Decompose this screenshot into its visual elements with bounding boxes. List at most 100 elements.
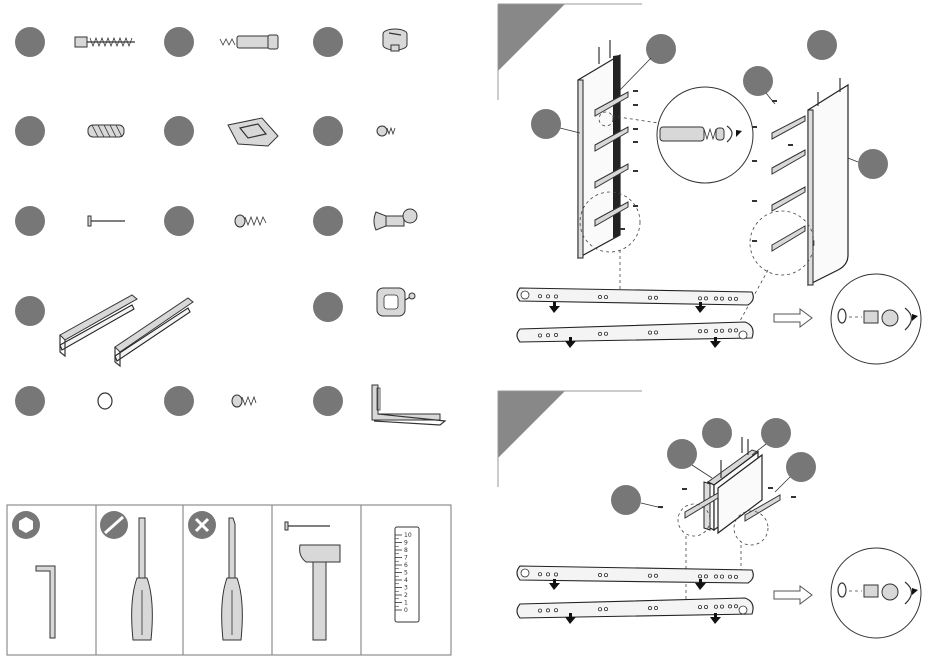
next-arrow-icon (774, 586, 812, 604)
rail-hole (728, 297, 731, 300)
rail-hole (704, 575, 707, 578)
rail-hole (554, 609, 557, 612)
rail-hole (538, 573, 541, 576)
cam-bolt-detail (657, 87, 753, 183)
drawer-rail-upper (517, 566, 753, 583)
rail-hole (720, 297, 723, 300)
rail-hole (538, 295, 541, 298)
rail-hole (728, 575, 731, 578)
step-1-diagram (498, 4, 921, 364)
part-badge (15, 206, 45, 236)
rail-hole (720, 605, 723, 608)
rail-hole (714, 297, 717, 300)
rail-hole (648, 607, 651, 610)
ruler-label: 10 (404, 532, 412, 539)
drawer-rail-upper (517, 288, 753, 305)
screw-detail (831, 274, 921, 364)
rail-hole (648, 296, 651, 299)
part-badge (761, 418, 791, 448)
part-badge (743, 66, 773, 96)
rail-hole (604, 574, 607, 577)
ruler-label: 4 (404, 577, 408, 584)
ruler-label: 6 (404, 562, 408, 569)
knob-bolt-icon (374, 209, 417, 230)
rail-hole (654, 606, 657, 609)
rail-hole (704, 297, 707, 300)
rail-hole (654, 574, 657, 577)
wooden-dowel-icon (88, 125, 124, 137)
part-badge (667, 439, 697, 469)
rail-hole (648, 574, 651, 577)
part-badge (786, 452, 816, 482)
rail-hole (734, 297, 737, 300)
rail-hole (714, 329, 717, 332)
part-badge (313, 292, 343, 322)
part-badge (164, 386, 194, 416)
rail-hole (654, 296, 657, 299)
screw-detail (831, 548, 921, 638)
part-badge (646, 34, 676, 64)
cap-ring-icon (98, 393, 112, 409)
rail-hole (704, 605, 707, 608)
part-badge (313, 386, 343, 416)
small-screw-icon (377, 126, 395, 136)
short-screw-icon (232, 395, 256, 407)
part-badge (313, 116, 343, 146)
parts-list (15, 27, 445, 425)
ruler-label: 0 (404, 607, 408, 614)
rail-hole (554, 573, 557, 576)
part-badge (313, 206, 343, 236)
rail-hole (704, 330, 707, 333)
square-knob-icon (377, 288, 415, 316)
cam-bolt-icon (220, 35, 278, 49)
rail-hole (598, 573, 601, 576)
next-arrow-icon (774, 309, 812, 327)
ruler-label: 9 (404, 540, 408, 547)
part-badge (531, 109, 561, 139)
part-badge (164, 206, 194, 236)
part-badge (15, 116, 45, 146)
part-badge (15, 296, 45, 326)
rail-hole (598, 295, 601, 298)
rail-hole (734, 329, 737, 332)
step-corner-marker (498, 4, 565, 71)
rail-hole (598, 332, 601, 335)
rail-hole (604, 296, 607, 299)
part-badge (15, 27, 45, 57)
rail-hole (714, 575, 717, 578)
rail-hole (538, 334, 541, 337)
part-badge (611, 485, 641, 515)
left-side-panel (578, 40, 658, 300)
rail-hole (734, 575, 737, 578)
rail-hole (546, 609, 549, 612)
part-badge (164, 116, 194, 146)
rail-hole (654, 331, 657, 334)
part-badge (15, 386, 45, 416)
rail-hole (698, 330, 701, 333)
rail-hole (604, 608, 607, 611)
bracket-clip-icon (228, 118, 278, 146)
ruler-label: 7 (404, 555, 408, 562)
drawer-rail-lower (517, 598, 753, 618)
rail-hole (720, 329, 723, 332)
rail-hole (598, 608, 601, 611)
rail-hole (728, 605, 731, 608)
rail-hole (546, 573, 549, 576)
rail-hole (604, 332, 607, 335)
rail-hole (728, 329, 731, 332)
ruler-label: 5 (404, 570, 408, 577)
part-badge (702, 418, 732, 448)
cam-lock-icon (383, 29, 407, 51)
part-badge (858, 149, 888, 179)
part-badge (807, 30, 837, 60)
rail-hole (554, 333, 557, 336)
rail-hole (720, 575, 723, 578)
part-badge (164, 27, 194, 57)
l-bracket-icon (372, 385, 445, 425)
rail-hole (546, 334, 549, 337)
ruler-label: 3 (404, 585, 408, 592)
